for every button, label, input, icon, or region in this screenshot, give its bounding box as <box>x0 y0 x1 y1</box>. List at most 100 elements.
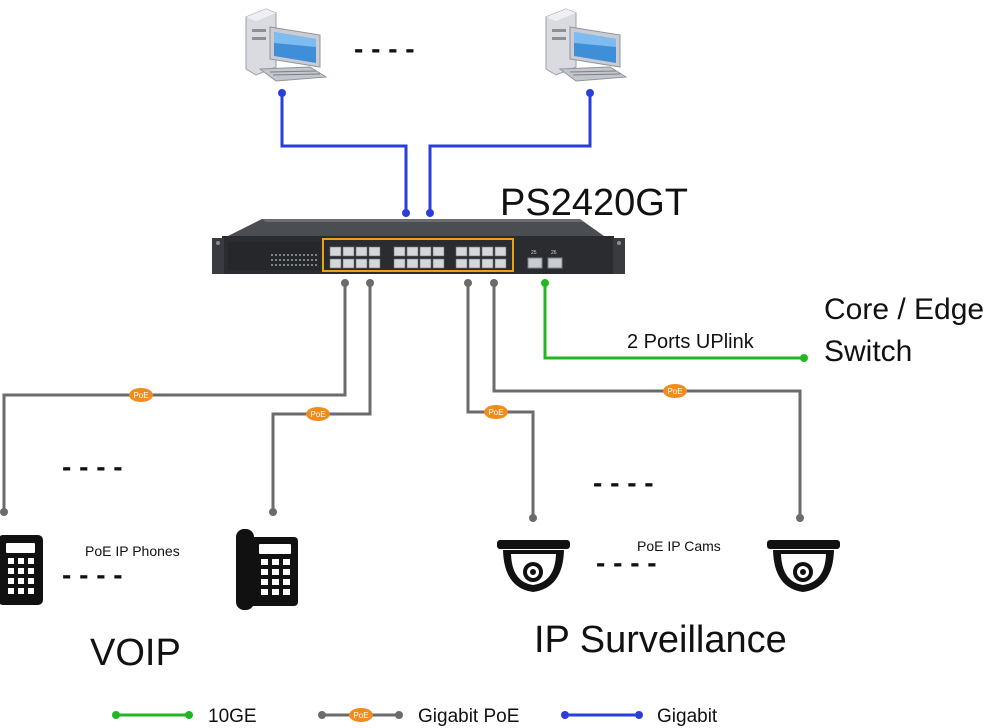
network-switch-icon: 25 26 <box>212 219 625 274</box>
legend-item-gigabit: Gigabit <box>561 706 718 727</box>
poe-link-cam-left <box>466 283 535 518</box>
ip-surveillance-title: IP Surveillance <box>534 619 787 661</box>
ip-phone-icon <box>236 529 298 610</box>
rj45-port <box>342 246 355 257</box>
svg-text:PoE: PoE <box>667 387 682 396</box>
rj45-port <box>432 246 445 257</box>
port-block-highlight <box>322 238 514 272</box>
status-led <box>311 264 313 266</box>
status-led <box>295 259 297 261</box>
status-led <box>291 254 293 256</box>
rj45-port <box>481 258 494 269</box>
rj45-port <box>329 246 342 257</box>
status-led <box>275 264 277 266</box>
status-led <box>315 264 317 266</box>
rj45-port <box>406 258 419 269</box>
svg-text:Gigabit PoE: Gigabit PoE <box>418 706 519 727</box>
status-led <box>283 254 285 256</box>
rj45-port <box>406 246 419 257</box>
poe-endpoint <box>796 514 804 522</box>
poe-badge: PoE <box>663 384 687 398</box>
gigabit-endpoint <box>586 89 594 97</box>
desktop-computer-icon <box>545 8 628 82</box>
status-led <box>303 254 305 256</box>
svg-text:Gigabit: Gigabit <box>657 706 718 727</box>
status-led <box>283 264 285 266</box>
phones-ellipsis-lower: - - - - <box>62 559 123 590</box>
phones-ellipsis-upper: - - - - <box>62 451 123 482</box>
rj45-port <box>468 258 481 269</box>
poe-endpoint <box>341 279 349 287</box>
status-led <box>307 264 309 266</box>
status-led <box>299 254 301 256</box>
ip-phones-label: PoE IP Phones <box>85 543 180 559</box>
status-led <box>311 259 313 261</box>
rj45-port <box>355 246 368 257</box>
rj45-port <box>494 246 507 257</box>
status-led <box>295 254 297 256</box>
status-led <box>275 254 277 256</box>
status-led <box>271 254 273 256</box>
poe-endpoint <box>529 514 537 522</box>
desktop-computer-icon <box>245 8 328 82</box>
rj45-port <box>342 258 355 269</box>
status-led <box>271 264 273 266</box>
core-edge-label-line2: Switch <box>824 335 912 368</box>
rj45-port <box>355 258 368 269</box>
status-led <box>283 259 285 261</box>
dome-camera-icon <box>767 540 840 592</box>
rj45-port <box>368 246 381 257</box>
gigabit-links <box>280 93 592 213</box>
poe-badge: PoE <box>484 405 508 419</box>
voip-title: VOIP <box>90 632 181 674</box>
poe-link-phone-right <box>271 283 372 512</box>
dome-camera-icon <box>497 540 570 592</box>
status-led <box>275 259 277 261</box>
status-led <box>287 254 289 256</box>
status-led <box>291 264 293 266</box>
switch-model-label: PS2420GT <box>500 182 688 224</box>
svg-text:PoE: PoE <box>133 391 148 400</box>
status-led <box>295 264 297 266</box>
sfp-port <box>547 257 563 269</box>
gigabit-link-left <box>280 93 408 213</box>
uplink-label: 2 Ports UPlink <box>627 331 755 353</box>
rj45-port <box>455 258 468 269</box>
uplink-endpoint <box>800 354 808 362</box>
gigabit-endpoint <box>278 89 286 97</box>
svg-text:26: 26 <box>551 250 557 256</box>
status-led <box>315 254 317 256</box>
status-led <box>279 254 281 256</box>
poe-link-phone-left <box>2 283 347 512</box>
ip-phone-icon <box>0 535 43 605</box>
svg-text:PoE: PoE <box>488 408 503 417</box>
status-led <box>287 259 289 261</box>
status-led <box>303 264 305 266</box>
rj45-port <box>419 258 432 269</box>
status-led <box>279 259 281 261</box>
poe-badge: PoE <box>306 407 330 421</box>
poe-endpoint <box>464 279 472 287</box>
poe-endpoint <box>0 508 8 516</box>
rj45-port <box>494 258 507 269</box>
computers-ellipsis: - - - - <box>354 33 415 64</box>
rj45-port <box>329 258 342 269</box>
poe-link-cam-right <box>492 283 802 518</box>
gigabit-link-right <box>428 93 592 213</box>
poe-endpoint <box>366 279 374 287</box>
ip-cams-label: PoE IP Cams <box>637 538 721 554</box>
poe-badge: PoE <box>129 388 153 402</box>
status-led <box>303 259 305 261</box>
poe-endpoint <box>269 508 277 516</box>
gigabit-endpoint <box>402 209 410 217</box>
rj45-port <box>368 258 381 269</box>
legend-item-10ge: 10GE <box>112 706 257 727</box>
uplink-endpoint <box>541 279 549 287</box>
status-led <box>279 264 281 266</box>
svg-text:PoE: PoE <box>353 711 368 720</box>
svg-text:10GE: 10GE <box>208 706 257 727</box>
status-led <box>299 259 301 261</box>
cams-ellipsis-upper: - - - - <box>593 467 654 498</box>
status-led <box>271 259 273 261</box>
